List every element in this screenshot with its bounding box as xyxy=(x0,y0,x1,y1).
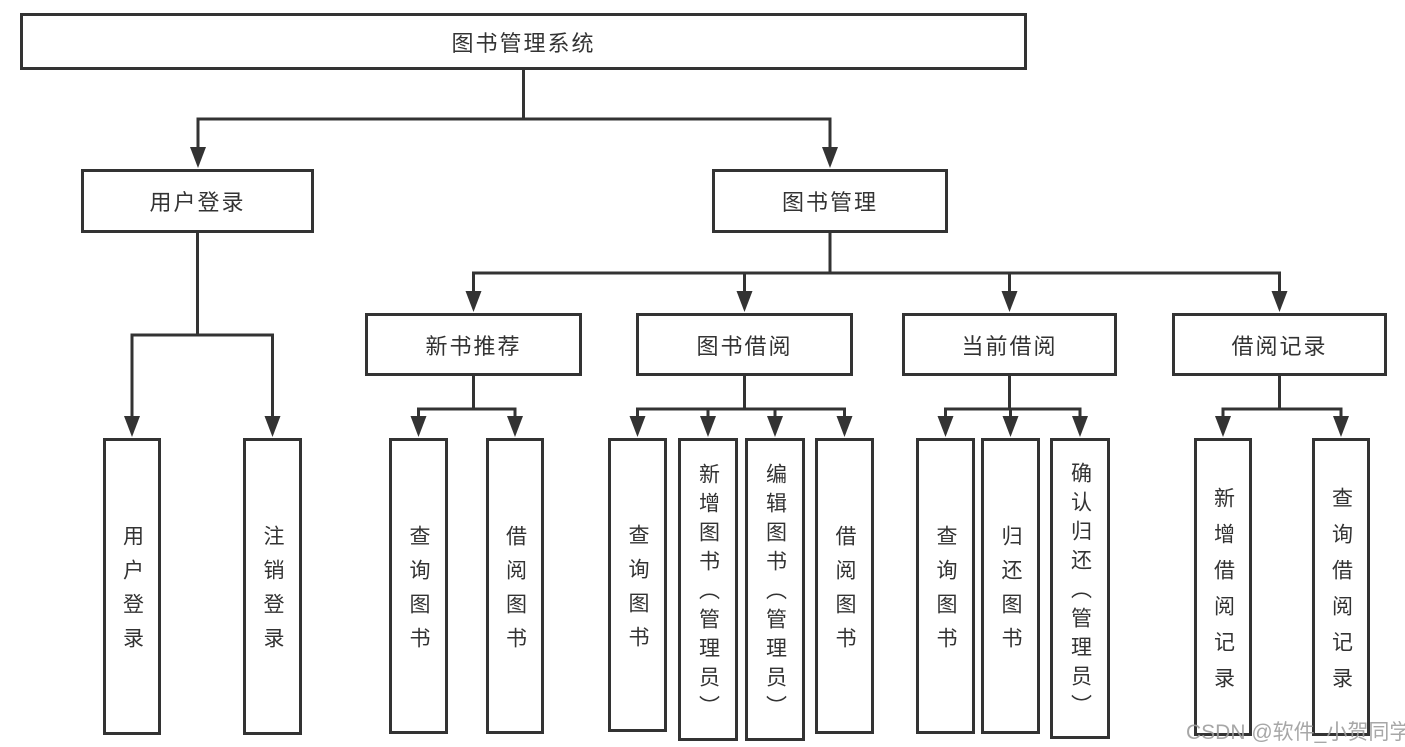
leaf-logout-label: 注销登录 xyxy=(261,525,284,661)
node-root: 图书管理系统 xyxy=(20,13,1027,70)
leaf-borrow-books-recommend-label: 借阅图书 xyxy=(503,524,527,661)
node-borrow-records: 借阅记录 xyxy=(1172,313,1387,376)
leaf-logout: 注销登录 xyxy=(243,438,302,735)
watermark: CSDN @软件_小贺同学 xyxy=(1186,721,1405,744)
leaf-borrow-books-recommend: 借阅图书 xyxy=(486,438,544,734)
leaf-user-login: 用户登录 xyxy=(103,438,161,735)
leaf-borrow-books-label: 借阅图书 xyxy=(833,524,856,661)
leaf-user-login-label: 用户登录 xyxy=(120,525,144,661)
leaf-query-books-borrow-label: 查询图书 xyxy=(626,523,649,660)
leaf-edit-books-admin: 编辑图书（管理员） xyxy=(745,438,805,741)
leaf-query-borrow-record-label: 查询借阅记录 xyxy=(1329,486,1353,703)
leaf-add-borrow-record-label: 新增借阅记录 xyxy=(1211,486,1235,703)
node-book-management-label: 图书管理 xyxy=(781,190,878,215)
leaf-return-books: 归还图书 xyxy=(981,438,1040,734)
leaf-confirm-return-admin-label: 确认归还（管理员） xyxy=(1068,462,1092,723)
leaf-query-books-current: 查询图书 xyxy=(916,438,975,734)
leaf-add-borrow-record: 新增借阅记录 xyxy=(1194,438,1252,736)
node-new-book-recommend: 新书推荐 xyxy=(365,313,582,376)
leaf-borrow-books: 借阅图书 xyxy=(815,438,874,734)
leaf-edit-books-admin-label: 编辑图书（管理员） xyxy=(763,463,787,724)
node-user-login: 用户登录 xyxy=(81,169,314,233)
node-book-borrow-label: 图书借阅 xyxy=(696,333,793,359)
leaf-query-books-recommend: 查询图书 xyxy=(389,438,448,734)
leaf-confirm-return-admin: 确认归还（管理员） xyxy=(1050,438,1110,739)
node-user-login-label: 用户登录 xyxy=(149,190,246,215)
node-current-borrow-label: 当前借阅 xyxy=(961,333,1058,359)
node-current-borrow: 当前借阅 xyxy=(902,313,1117,376)
leaf-add-books-admin-label: 新增图书（管理员） xyxy=(696,463,720,724)
leaf-query-books-borrow: 查询图书 xyxy=(608,438,667,732)
node-new-book-recommend-label: 新书推荐 xyxy=(425,333,522,359)
leaf-return-books-label: 归还图书 xyxy=(999,524,1022,661)
node-book-borrow: 图书借阅 xyxy=(636,313,853,376)
leaf-add-books-admin: 新增图书（管理员） xyxy=(678,438,738,741)
leaf-query-books-recommend-label: 查询图书 xyxy=(407,524,430,661)
leaf-query-borrow-record: 查询借阅记录 xyxy=(1312,438,1370,736)
node-book-management: 图书管理 xyxy=(712,169,948,233)
node-borrow-records-label: 借阅记录 xyxy=(1231,333,1328,359)
node-root-label: 图书管理系统 xyxy=(451,30,596,56)
leaf-query-books-current-label: 查询图书 xyxy=(934,524,957,661)
